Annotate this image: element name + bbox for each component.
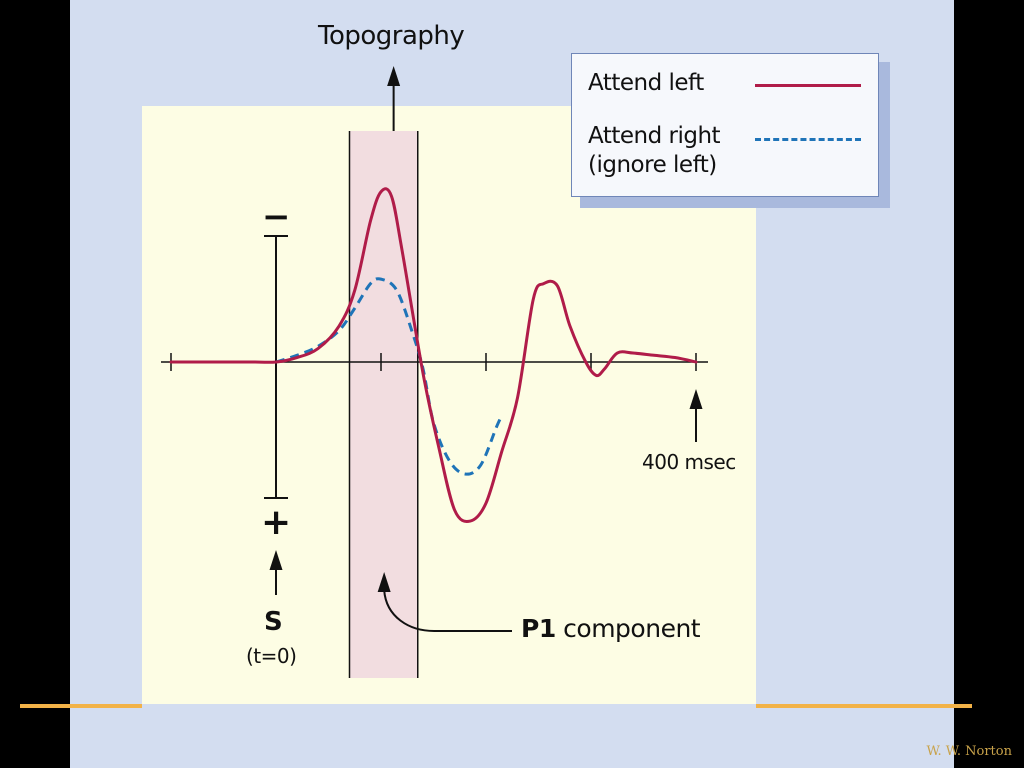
legend-label-attend-left: Attend left (588, 70, 704, 96)
time-end-label: 400 msec (642, 450, 736, 474)
gold-rule-left (20, 704, 142, 708)
publisher-credit: W. W. Norton (926, 744, 1012, 759)
legend: Attend left Attend right (ignore left) (571, 53, 879, 197)
p1-bold-text: P1 (521, 614, 556, 643)
p1-time-window (349, 131, 418, 678)
legend-label-attend-right: Attend right (ignore left) (588, 123, 721, 178)
gold-rule-right (756, 704, 972, 708)
negative-polarity-label: − (262, 197, 291, 237)
series-attend-right-line (275, 277, 504, 476)
legend-swatch-attend-right (755, 138, 861, 141)
topography-label: Topography (318, 21, 465, 51)
series-attend-left-line (169, 187, 698, 523)
legend-swatch-attend-left (755, 84, 861, 87)
time-end-arrow-head (689, 389, 703, 409)
p1-pointer-head (377, 572, 391, 592)
p1-component-label: P1 component (521, 614, 701, 643)
topography-arrow-head (387, 66, 401, 86)
p1-pointer-line (383, 589, 512, 632)
stimulus-time-label: (t=0) (246, 644, 297, 668)
stimulus-label: S (264, 607, 283, 637)
positive-polarity-label: + (261, 502, 292, 543)
stimulus-arrow-head (269, 550, 283, 570)
p1-rest-text: component (555, 614, 701, 643)
